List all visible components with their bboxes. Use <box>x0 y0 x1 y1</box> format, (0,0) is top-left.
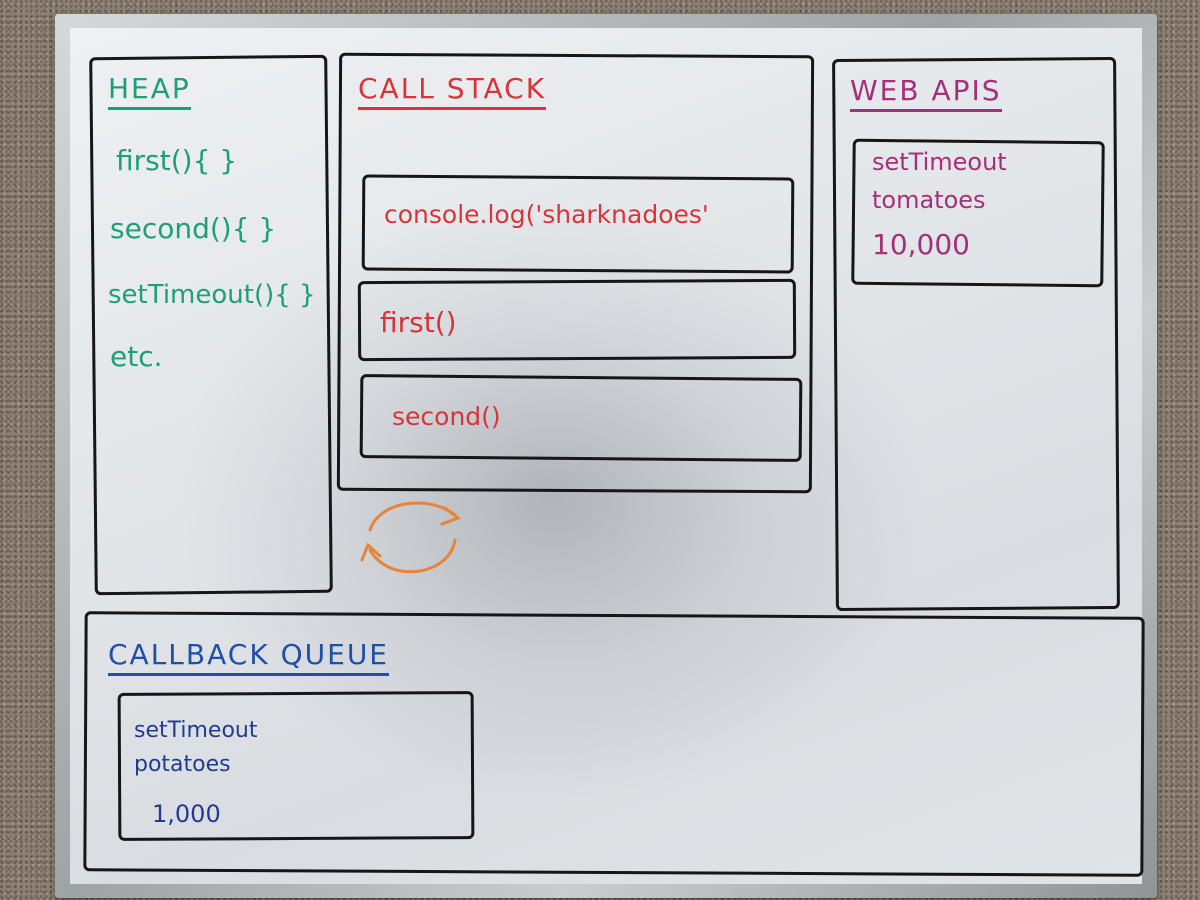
web-apis-entry-line: setTimeout <box>872 148 1007 176</box>
web-apis-entry-line: 10,000 <box>872 228 970 261</box>
call-stack-title: CALL STACK <box>358 72 547 110</box>
call-stack-frame-label: first() <box>380 306 457 339</box>
web-apis-entry-line: tomatoes <box>872 186 986 214</box>
callback-queue-entry-line: 1,000 <box>152 800 221 828</box>
heap-item: etc. <box>110 340 163 373</box>
callback-queue-title: CALLBACK QUEUE <box>108 638 389 676</box>
heap-item: first(){ } <box>116 144 238 177</box>
heap-item: second(){ } <box>110 212 277 245</box>
callback-queue-entry-line: potatoes <box>134 752 231 777</box>
callback-queue-entry-line: setTimeout <box>134 718 258 743</box>
heap-panel <box>89 54 333 596</box>
whiteboard <box>70 28 1142 884</box>
heap-title: HEAP <box>108 72 191 110</box>
web-apis-title: WEB APIS <box>850 74 1002 112</box>
call-stack-frame-label: console.log('sharknadoes' <box>384 200 709 229</box>
circular-arrows-icon <box>360 501 462 574</box>
call-stack-frame-label: second() <box>392 402 501 431</box>
heap-item: setTimeout(){ } <box>108 280 316 310</box>
